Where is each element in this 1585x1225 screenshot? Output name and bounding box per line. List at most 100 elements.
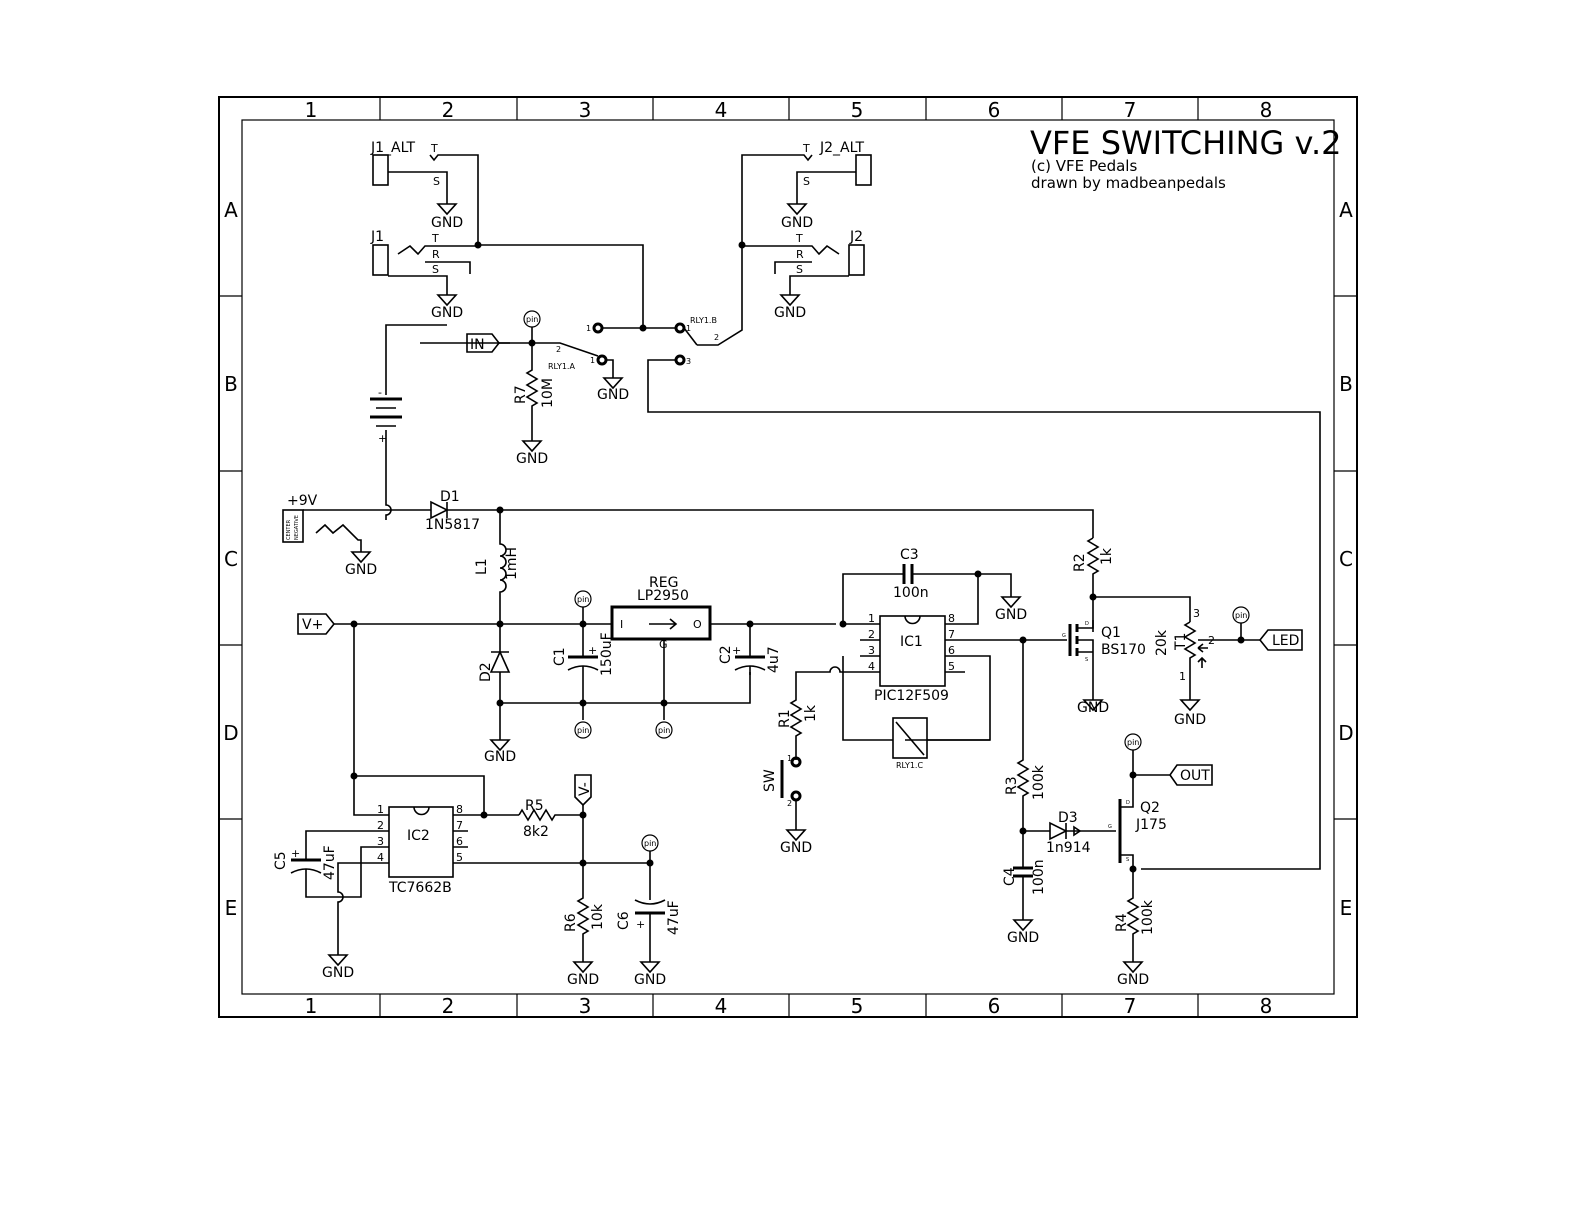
dc-jack-text-1: CENTER bbox=[286, 519, 292, 540]
r4-value: 100k bbox=[1140, 899, 1156, 935]
gnd-sw: GND bbox=[780, 829, 812, 856]
gnd-label: GND bbox=[567, 972, 599, 988]
dc-jack-9v: CENTER NEGATIVE +9V bbox=[282, 493, 386, 552]
j2-label: J2 bbox=[849, 229, 863, 245]
gnd-label: GND bbox=[781, 215, 813, 231]
out-port: OUT bbox=[1133, 764, 1213, 786]
pin-label: pin bbox=[1235, 611, 1247, 620]
led-label: LED bbox=[1272, 633, 1299, 649]
title-block: VFE SWITCHING v.2 (c) VFE Pedals drawn b… bbox=[1030, 124, 1341, 192]
rly1a-pin-2: 2 bbox=[556, 345, 561, 354]
out-label: OUT bbox=[1180, 768, 1210, 784]
j2-alt-tip-label: T bbox=[802, 142, 810, 155]
d1-name: D1 bbox=[440, 489, 460, 505]
rly1a-contact bbox=[596, 354, 608, 366]
t1-pin-3: 3 bbox=[1193, 607, 1200, 620]
wire-r2-to-t1 bbox=[1093, 596, 1191, 622]
capacitor-c2: + C2 4u7 bbox=[718, 624, 782, 675]
c1-name: C1 bbox=[552, 647, 568, 666]
col-label-2: 2 bbox=[442, 98, 455, 122]
gnd-label: GND bbox=[995, 607, 1027, 623]
pin-label: pin bbox=[658, 726, 670, 735]
r2-value: 1k bbox=[1099, 547, 1115, 565]
gnd-label: GND bbox=[431, 305, 463, 321]
capacitor-c6: + C6 47uF bbox=[616, 863, 682, 962]
ic2-pin-3: 3 bbox=[377, 835, 384, 848]
gnd-label: GND bbox=[484, 749, 516, 765]
resistor-r1: R1 1k bbox=[777, 666, 860, 760]
j2-jack-body bbox=[848, 244, 865, 276]
row-label-e: E bbox=[225, 896, 238, 920]
ic-ic2: IC2 TC7662B 1 2 3 4 8 7 6 5 bbox=[353, 776, 650, 896]
vminus-port: V- bbox=[574, 774, 593, 815]
resistor-r5: R5 8k2 bbox=[518, 798, 583, 840]
r6-name: R6 bbox=[563, 913, 579, 932]
wire-ic2-gnd bbox=[337, 862, 369, 955]
q2-name: Q2 bbox=[1140, 800, 1160, 816]
c2-plus: + bbox=[732, 644, 741, 657]
r2-name: R2 bbox=[1072, 553, 1088, 572]
sw-contact-1 bbox=[790, 756, 802, 768]
pin-label: pin bbox=[577, 726, 589, 735]
resistor-r2: R2 1k bbox=[1072, 537, 1115, 632]
d1-value: 1N5817 bbox=[425, 517, 480, 533]
ic2-pin-1: 1 bbox=[377, 803, 384, 816]
c5-value: 47uF bbox=[322, 845, 338, 880]
j2-sleeve-label: S bbox=[796, 263, 803, 276]
c2-value: 4u7 bbox=[766, 646, 782, 673]
row-label-b-right: B bbox=[1339, 372, 1353, 396]
plus-9v-label: +9V bbox=[287, 493, 318, 509]
gnd-c3: GND bbox=[995, 596, 1027, 623]
r7-name: R7 bbox=[513, 385, 529, 404]
c6-value: 47uF bbox=[666, 900, 682, 935]
q1-name: Q1 bbox=[1101, 625, 1121, 641]
ic2-pin-5: 5 bbox=[456, 851, 463, 864]
regulator-lp2950: REG LP2950 I O G bbox=[610, 575, 836, 720]
mosfet-q1: Q1 BS170 G D S bbox=[1023, 620, 1146, 700]
ic1-value: PIC12F509 bbox=[874, 688, 949, 704]
j1-sleeve-label: S bbox=[432, 263, 439, 276]
ic1-body bbox=[879, 615, 946, 687]
pin-in: pin bbox=[523, 310, 541, 343]
gnd-label: GND bbox=[1174, 712, 1206, 728]
d3-value: 1n914 bbox=[1046, 840, 1091, 856]
c3-value: 100n bbox=[893, 585, 929, 601]
row-label-a: A bbox=[224, 198, 238, 222]
c4-value: 100n bbox=[1031, 859, 1047, 895]
rly1c-body bbox=[892, 717, 928, 759]
c2-name: C2 bbox=[718, 645, 734, 664]
r1-name: R1 bbox=[777, 709, 793, 728]
c1-value: 150uF bbox=[599, 632, 615, 676]
jack-j2-alt: J2_ALT S T bbox=[741, 140, 872, 245]
row-label-e-right: E bbox=[1340, 896, 1353, 920]
jack-j1-alt: J1_ALT S T bbox=[370, 140, 479, 245]
pin-c6: pin bbox=[641, 834, 659, 863]
gnd-label: GND bbox=[345, 562, 377, 578]
pin-icon bbox=[655, 721, 673, 739]
col-label-8: 8 bbox=[1260, 98, 1273, 122]
gnd-d2: GND bbox=[484, 739, 516, 765]
c4-name: C4 bbox=[1002, 867, 1018, 886]
q2-pin-d: D bbox=[1126, 800, 1130, 806]
ic1-pin-1: 1 bbox=[868, 612, 875, 625]
ic1-name: IC1 bbox=[900, 634, 923, 650]
sw-pin-1: 1 bbox=[787, 754, 792, 763]
pin-out: pin bbox=[1124, 733, 1142, 775]
rly1b-pin-1b: 1 bbox=[686, 324, 691, 333]
battery: - + bbox=[370, 324, 447, 520]
gnd-label: GND bbox=[774, 305, 806, 321]
r5-name: R5 bbox=[525, 798, 544, 814]
reg-body bbox=[610, 605, 712, 641]
r6-value: 10k bbox=[590, 903, 606, 930]
q1-pin-g: G bbox=[1062, 633, 1066, 639]
inductor-l1: L1 1mH bbox=[474, 510, 520, 624]
col-label-6-bottom: 6 bbox=[988, 994, 1001, 1018]
j1-label: J1 bbox=[370, 229, 384, 245]
capacitor-c4: C4 100n bbox=[1002, 859, 1047, 920]
battery-plus: + bbox=[378, 432, 387, 445]
gnd-rly1a: GND bbox=[597, 377, 629, 403]
q1-pin-d: D bbox=[1085, 621, 1089, 627]
c3-name: C3 bbox=[900, 547, 919, 563]
pin-label: pin bbox=[1127, 738, 1139, 747]
